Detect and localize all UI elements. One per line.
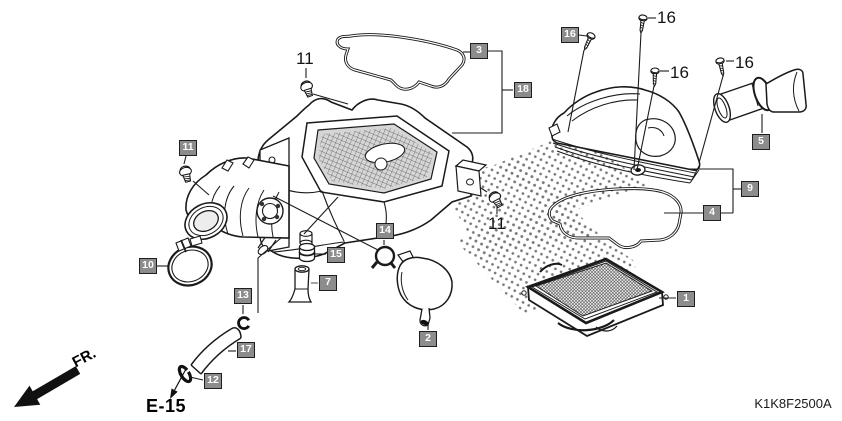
- part-callout-12: 12: [204, 373, 222, 389]
- part-callout-1: 1: [677, 291, 695, 307]
- fr-direction-arrow: [14, 366, 81, 407]
- hose-band-clamp-drawing: [167, 235, 213, 287]
- screw-16-fasteners: [580, 13, 728, 87]
- part-callout-13: 13: [234, 288, 252, 304]
- drain-hose-drawing: [190, 327, 242, 375]
- part-callout-2: 2: [419, 331, 437, 347]
- air-cleaner-case-drawing: [257, 97, 488, 260]
- diagram-code: K1K8F2500A: [754, 396, 832, 411]
- air-intake-duct-drawing: [184, 156, 290, 241]
- case-seal-gasket-drawing: [335, 33, 466, 91]
- part-number-16-b: 16: [670, 63, 689, 82]
- part-callout-15: 15: [327, 247, 345, 263]
- leader-lines: [157, 17, 763, 381]
- breather-joint-drawing: [298, 242, 316, 263]
- part-callout-3: 3: [470, 43, 488, 59]
- part-callout-16: 16: [561, 27, 579, 43]
- part-number-11-top: 11: [296, 49, 314, 68]
- part-callout-11: 11: [179, 140, 197, 156]
- part-number-11-right: 11: [488, 214, 506, 233]
- part-callout-4: 4: [703, 205, 721, 221]
- air-cleaner-cover-drawing: [548, 86, 701, 184]
- part-callout-17: 17: [237, 342, 255, 358]
- engine-ref-label: E-15: [146, 396, 187, 416]
- part-callout-18: 18: [514, 82, 532, 98]
- breather-tube-drawing: [287, 265, 313, 303]
- e15-reference-arrow: [170, 368, 187, 399]
- part-callout-9: 9: [741, 181, 759, 197]
- part-callout-10: 10: [139, 258, 157, 274]
- tube-clip-drawing: [370, 245, 397, 269]
- resonator-chamber-drawing: [396, 250, 453, 327]
- part-number-16-c: 16: [735, 53, 754, 72]
- part-callout-5: 5: [752, 134, 770, 150]
- part-callout-7: 7: [319, 275, 337, 291]
- drain-clip-drawing: [237, 316, 251, 330]
- part-callout-14: 14: [376, 223, 394, 239]
- air-filter-element-drawing: [521, 257, 669, 338]
- cover-gasket-drawing: [547, 187, 683, 250]
- part-number-16-a: 16: [657, 8, 676, 27]
- intake-funnel-drawing: [712, 68, 807, 123]
